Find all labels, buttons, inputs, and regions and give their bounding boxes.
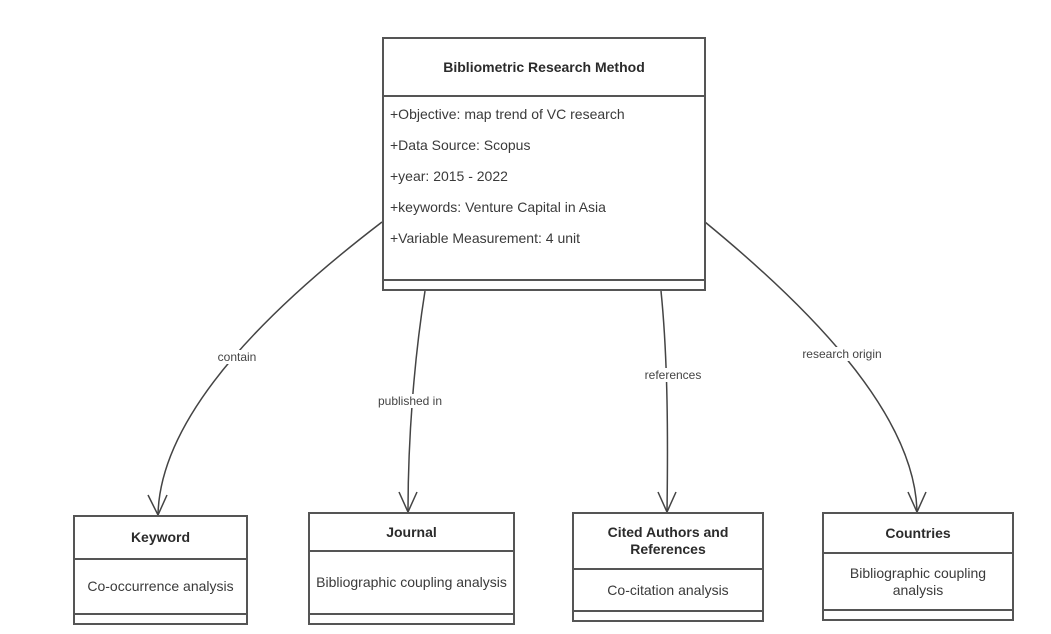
class-box-countries[interactable]: Countries Bibliographic coupling analysi… [822, 512, 1014, 621]
class-operations [75, 615, 246, 623]
edge-contain [157, 221, 383, 516]
class-box-keyword[interactable]: Keyword Co-occurrence analysis [73, 515, 248, 625]
arrowhead-contain [147, 494, 168, 517]
class-body: Bibliographic coupling analysis [824, 554, 1012, 611]
class-title-text: Cited Authors and References [607, 524, 729, 557]
arrowhead-published-in [398, 491, 418, 514]
class-title-text: Keyword [130, 529, 191, 545]
class-operations [310, 615, 513, 623]
class-title: Keyword [75, 517, 246, 560]
class-title-text: Countries [885, 524, 951, 541]
class-body-text: Bibliographic coupling analysis [849, 564, 987, 598]
attribute-year: +year: 2015 - 2022 [390, 168, 508, 184]
class-title: Countries [824, 514, 1012, 554]
attribute-data-source: +Data Source: Scopus [390, 137, 531, 153]
edge-research-origin [704, 221, 918, 513]
attribute-keywords: +keywords: Venture Capital in Asia [390, 199, 606, 215]
class-title: Journal [310, 514, 513, 552]
class-title-text: Bibliometric Research Method [443, 58, 645, 75]
class-title: Cited Authors and References [574, 514, 762, 570]
edge-label-contain: contain [215, 350, 259, 364]
attribute-objective: +Objective: map trend of VC research [390, 106, 625, 122]
edge-label-research-origin: research origin [800, 347, 884, 361]
class-box-cited-authors-and-references[interactable]: Cited Authors and References Co-citation… [572, 512, 764, 622]
class-operations [824, 611, 1012, 619]
class-operations [574, 612, 762, 620]
class-title-text: Journal [386, 523, 437, 540]
class-body-text: Bibliographic coupling analysis [316, 574, 507, 590]
edge-label-published-in: published in [375, 394, 445, 408]
class-body: Co-occurrence analysis [75, 560, 246, 615]
edge-references [660, 290, 669, 513]
arrowhead-research-origin [907, 491, 927, 514]
class-body: Bibliographic coupling analysis [310, 552, 513, 615]
edge-label-references: references [642, 368, 704, 382]
class-operations [384, 281, 704, 289]
attribute-variable-measurement: +Variable Measurement: 4 unit [390, 230, 581, 246]
class-title: Bibliometric Research Method [384, 39, 704, 97]
class-body-text: Co-citation analysis [607, 581, 729, 598]
class-body-text: Co-occurrence analysis [87, 578, 234, 594]
class-body: Co-citation analysis [574, 570, 762, 612]
class-box-bibliometric-research-method[interactable]: Bibliometric Research Method +Objective:… [382, 37, 706, 291]
arrowhead-references [657, 491, 677, 514]
class-attributes: +Objective: map trend of VC research +Da… [384, 97, 704, 281]
class-box-journal[interactable]: Journal Bibliographic coupling analysis [308, 512, 515, 625]
